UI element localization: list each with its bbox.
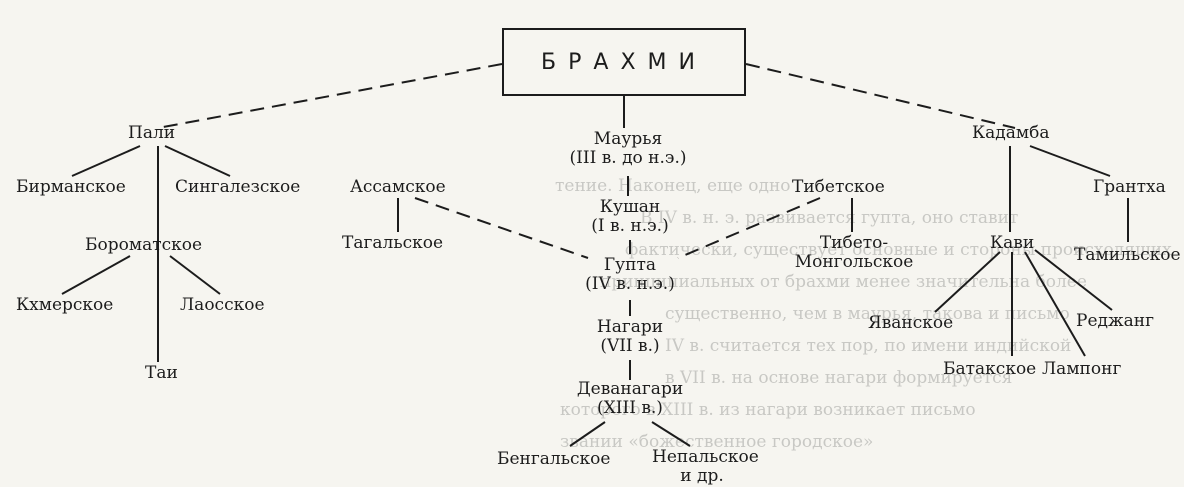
edge-kavi-lampung — [1024, 251, 1086, 357]
node-kushan: Кушан (I в. н.э.) — [570, 198, 690, 236]
edge-kadamba-grantha — [1029, 145, 1111, 177]
node-pali: Пали — [128, 123, 176, 143]
node-tibmong-line1: Тибето- — [819, 233, 889, 253]
node-maurya-date: (III в. до н.э.) — [569, 148, 687, 168]
node-tibmong-line2: Монгольское — [794, 252, 914, 272]
node-nagari: Нагари (VII в.) — [580, 318, 680, 356]
bleed-line: в VII в. на основе нагари формируется — [665, 368, 1013, 388]
node-gupta: Гупта (IV в. н.э.) — [565, 256, 695, 294]
bleed-line: фактически, существует основные и сторон… — [625, 240, 1172, 260]
node-devanagari: Деванагари (XIII в.) — [570, 380, 690, 418]
node-gupta-date: (IV в. н.э.) — [585, 274, 675, 294]
edge-boromat-khmer — [61, 255, 131, 295]
node-tamil: Тамильское — [1074, 245, 1181, 265]
node-maurya-name: Маурья — [593, 129, 663, 149]
node-nagari-name: Нагари — [596, 317, 664, 337]
node-nagari-date: (VII в.) — [600, 336, 660, 356]
node-burmese: Бирманское — [16, 177, 126, 197]
node-bengali: Бенгальское — [497, 449, 611, 469]
bleed-line: которого в XIII в. из нагари возникает п… — [560, 400, 976, 420]
node-grantha: Грантха — [1093, 177, 1166, 197]
bleed-line: В IV в. н. э. развивается гупта, оно ста… — [640, 208, 1019, 228]
edge-brahmi-kadamba — [745, 63, 1016, 129]
node-khmer: Кхмерское — [16, 295, 114, 315]
bleed-line: существенно, чем в маурья, такова и пись… — [665, 304, 1070, 324]
edge-devanagari-bengali — [569, 421, 606, 447]
node-devanagari-date: (XIII в.) — [597, 398, 663, 418]
node-nepali-etc: и др. — [680, 466, 724, 486]
node-tibeto-mongolian: Тибето- Монгольское — [784, 234, 924, 272]
edge-brahmi-pali — [157, 63, 503, 129]
node-kushan-name: Кушан — [599, 197, 661, 217]
bleed-line: принципиальных от брахми менее значитель… — [600, 272, 1087, 292]
edge-tibetan-gupta — [677, 197, 821, 259]
bleed-line: тение. Наконец, еще одно — [555, 176, 791, 196]
node-tibetan: Тибетское — [792, 177, 885, 197]
edge-devanagari-nepali — [651, 421, 691, 447]
node-thai: Таи — [145, 363, 178, 383]
edge-pali-sinhala — [164, 145, 231, 177]
edge-pali-burmese — [71, 145, 141, 177]
edge-assamese-gupta — [414, 197, 589, 259]
root-node-brahmi: БРАХМИ — [502, 28, 746, 96]
node-javanese: Яванское — [868, 313, 954, 333]
node-kadamba: Кадамба — [972, 123, 1050, 143]
edge-kavi-rejang — [1034, 249, 1113, 311]
node-sinhala: Сингалезское — [175, 177, 301, 197]
node-assamese: Ассамское — [350, 177, 446, 197]
node-kushan-date: (I в. н.э.) — [591, 216, 669, 236]
node-rejang: Реджанг — [1076, 311, 1154, 331]
node-kavi: Кави — [990, 233, 1035, 253]
node-batak: Батакское — [943, 359, 1037, 379]
node-tagal: Тагальское — [342, 233, 444, 253]
node-lampung: Лампонг — [1042, 359, 1122, 379]
node-maurya: Маурья (III в. до н.э.) — [560, 130, 696, 168]
bleed-line: звании «божественное городское» — [560, 432, 874, 452]
node-boromat: Бороматское — [85, 235, 203, 255]
bleed-line: IV в. считается тех пор, по имени индийс… — [665, 336, 1072, 356]
node-lao: Лаосское — [180, 295, 265, 315]
edge-kavi-javanese — [934, 251, 1001, 313]
node-nepali-name: Непальское — [652, 447, 759, 467]
node-nepali: Непальское и др. — [652, 447, 759, 486]
edge-boromat-lao — [169, 255, 221, 295]
node-gupta-name: Гупта — [603, 255, 657, 275]
node-devanagari-name: Деванагари — [576, 379, 684, 399]
